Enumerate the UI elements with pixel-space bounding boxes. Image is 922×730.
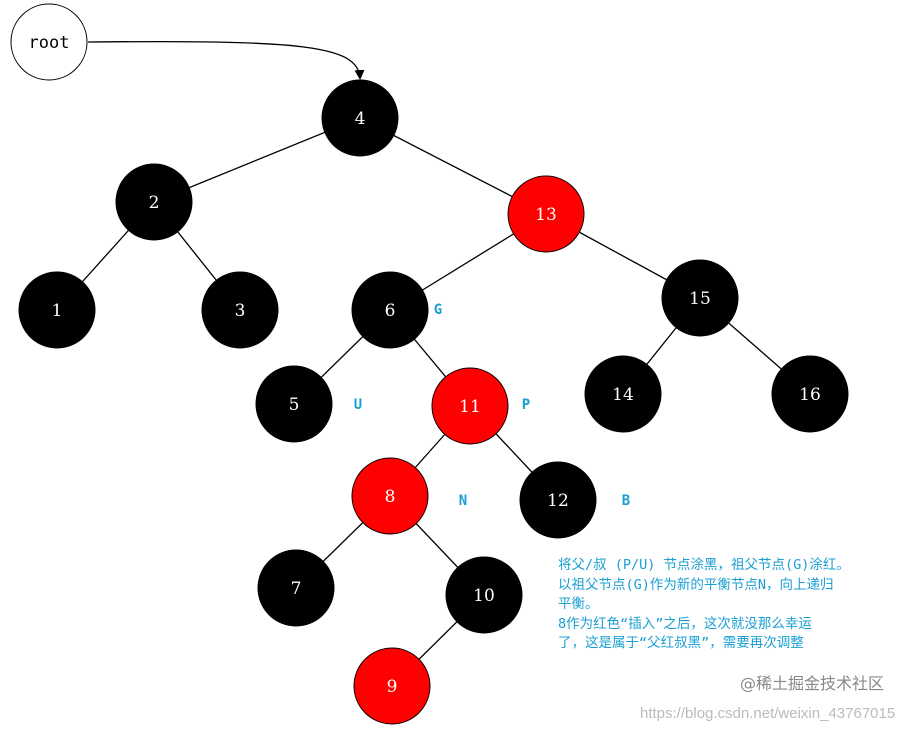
node-circle [201, 271, 279, 349]
tree-node-9: 9 [353, 647, 431, 725]
node-label: 14 [612, 385, 634, 405]
tree-node-13: 13 [507, 175, 585, 253]
root-pointer: root [10, 3, 365, 81]
role-label-N: N [459, 493, 467, 509]
tree-node-5: 5 [255, 365, 333, 443]
node-label: 5 [289, 395, 300, 415]
watermark-url: https://blog.csdn.net/weixin_43767015 [640, 705, 896, 722]
node-circle [771, 355, 849, 433]
node-circle [351, 457, 429, 535]
node-circle [507, 175, 585, 253]
root-label: root [29, 33, 70, 53]
node-circle [255, 365, 333, 443]
tree-node-15: 15 [661, 259, 739, 337]
node-label: 1 [52, 301, 63, 321]
tree-node-8: 8 [351, 457, 429, 535]
node-label: 3 [235, 301, 246, 321]
root-arrow [87, 40, 365, 80]
node-circle [661, 259, 739, 337]
node-label: 8 [385, 487, 396, 507]
tree-node-6: 6 [351, 271, 429, 349]
tree-node-14: 14 [584, 355, 662, 433]
role-label-P: P [522, 397, 530, 413]
node-circle [115, 163, 193, 241]
tree-node-7: 7 [257, 549, 335, 627]
node-label: 2 [149, 193, 160, 213]
tree-node-4: 4 [321, 79, 399, 157]
node-circle [353, 647, 431, 725]
node-label: 12 [547, 491, 569, 511]
tree-node-11: 11 [431, 367, 509, 445]
node-label: 9 [387, 677, 398, 697]
tree-node-3: 3 [201, 271, 279, 349]
node-circle [18, 271, 96, 349]
node-label: 4 [355, 109, 366, 129]
node-label: 11 [459, 397, 481, 417]
watermark-juejin: @稀土掘金技术社区 [740, 674, 885, 693]
node-circle [351, 271, 429, 349]
tree-node-2: 2 [115, 163, 193, 241]
role-label-G: G [434, 302, 442, 318]
node-circle [321, 79, 399, 157]
tree-node-16: 16 [771, 355, 849, 433]
node-circle [431, 367, 509, 445]
node-circle [445, 556, 523, 634]
node-label: 15 [689, 289, 711, 309]
role-label-U: U [354, 397, 362, 413]
role-label-B: B [622, 493, 630, 509]
node-label: 13 [535, 205, 557, 225]
node-circle [584, 355, 662, 433]
tree-node-12: 12 [519, 461, 597, 539]
root-node [10, 3, 88, 81]
tree-node-1: 1 [18, 271, 96, 349]
node-circle [257, 549, 335, 627]
node-label: 10 [473, 586, 495, 606]
node-label: 16 [799, 385, 821, 405]
node-label: 7 [291, 579, 302, 599]
annotation-note: 将父/叔 (P/U) 节点涂黑，祖父节点(G)涂红。 以祖父节点(G)作为新的平… [558, 557, 850, 651]
node-label: 6 [385, 301, 396, 321]
tree-node-10: 10 [445, 556, 523, 634]
node-circle [519, 461, 597, 539]
